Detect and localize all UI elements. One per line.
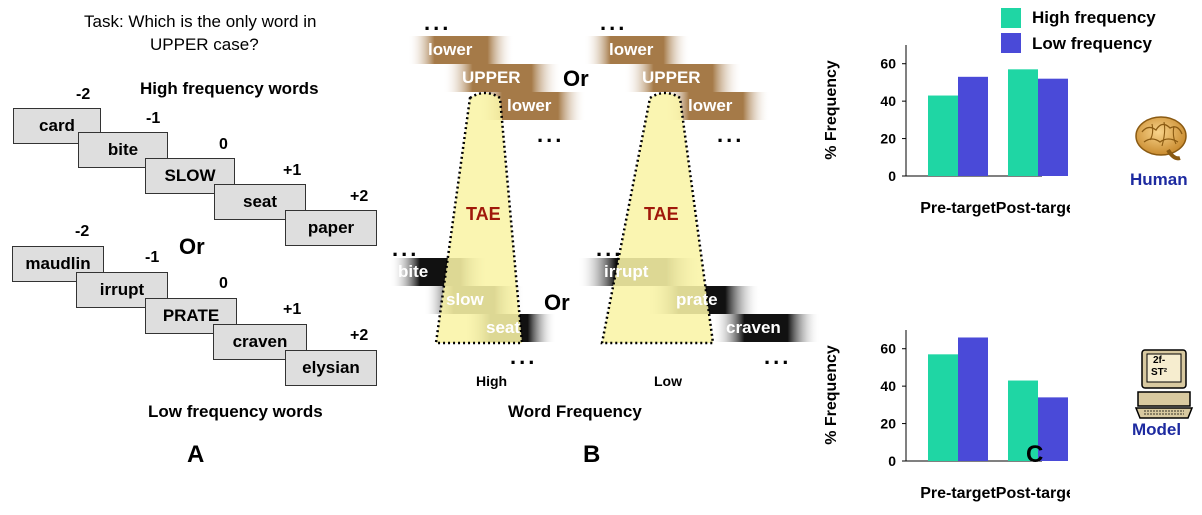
y-tick-label: 0 <box>888 453 896 469</box>
ellipsis: ... <box>424 10 452 35</box>
or-label: Or <box>544 290 570 315</box>
model-label: Model <box>1132 420 1182 439</box>
low-frequency-heading: Low frequency words <box>148 402 323 421</box>
word-upper: UPPER <box>462 68 521 87</box>
bar-low-post-target <box>1038 397 1068 461</box>
legend-swatch-low <box>1001 33 1021 53</box>
ellipsis: ... <box>510 344 538 369</box>
x-tick-label: Pre-target <box>920 200 996 217</box>
ellipsis: ... <box>596 236 624 261</box>
position-label: -1 <box>146 110 161 127</box>
computer-icon <box>1134 349 1194 419</box>
computer-screen-line-2: ST² <box>1151 367 1168 378</box>
computer-screen-line-1: 2f- <box>1153 355 1166 366</box>
high-frequency-heading: High frequency words <box>140 79 319 98</box>
position-label: +1 <box>283 301 302 318</box>
position-label: 0 <box>219 275 228 292</box>
ellipsis: ... <box>764 344 792 369</box>
ellipsis: ... <box>537 122 565 147</box>
word-lower: lower <box>428 40 473 59</box>
word-craven: craven <box>726 318 781 337</box>
ellipsis: ... <box>717 122 745 147</box>
or-label: Or <box>179 234 205 259</box>
human-label: Human <box>1130 170 1188 189</box>
panel-letter-b: B <box>583 441 601 468</box>
y-tick-label: 20 <box>880 131 896 147</box>
word-box-paper: paper <box>285 210 377 246</box>
tae-label: TAE <box>466 204 501 224</box>
position-label: +2 <box>350 188 369 205</box>
x-axis-label: Word Frequency <box>508 402 642 421</box>
strip-upper <box>624 64 742 92</box>
word-bite: bite <box>398 262 429 281</box>
position-label: +1 <box>283 162 302 179</box>
word-irrupt: irrupt <box>604 262 649 281</box>
y-tick-label: 0 <box>888 168 896 184</box>
y-axis-label: % Frequency <box>823 345 840 445</box>
position-label: -2 <box>75 223 90 240</box>
strip-upper <box>443 64 561 92</box>
bar-high-post-target <box>1008 380 1038 461</box>
strip-craven <box>712 314 820 342</box>
legend-label-low: Low frequency <box>1032 34 1152 53</box>
legend-label-high: High frequency <box>1032 8 1156 27</box>
x-tick-low: Low <box>654 373 682 389</box>
word-box-elysian: elysian <box>285 350 377 386</box>
brain-icon <box>1135 116 1187 161</box>
y-axis-label: % Frequency <box>823 60 840 160</box>
x-tick-high: High <box>476 373 508 389</box>
y-tick-label: 40 <box>880 93 896 109</box>
word-upper: UPPER <box>642 68 701 87</box>
position-label: 0 <box>219 136 228 153</box>
bar-high-pre-target <box>928 354 958 461</box>
y-tick-label: 60 <box>880 341 896 357</box>
tae-label: TAE <box>644 204 679 224</box>
strip-lower <box>584 36 690 64</box>
ellipsis: ... <box>392 236 420 261</box>
position-label: -2 <box>76 86 91 103</box>
y-tick-label: 60 <box>880 56 896 72</box>
ellipsis: ... <box>600 10 628 35</box>
x-tick-label: Pre-target <box>920 485 996 502</box>
position-label: +2 <box>350 327 369 344</box>
bar-high-pre-target <box>928 95 958 176</box>
word-prate: prate <box>676 290 718 309</box>
x-tick-label: Post-target <box>996 200 1070 217</box>
panel-letter-c: C <box>1026 441 1044 468</box>
bar-high-post-target <box>1008 69 1038 176</box>
or-label: Or <box>563 66 589 91</box>
tae-region-low <box>600 91 715 345</box>
task-line-1: Task: Which is the only word in <box>84 12 317 31</box>
word-slow: slow <box>446 290 484 309</box>
bar-low-pre-target <box>958 337 988 461</box>
word-lower: lower <box>609 40 654 59</box>
word-box-bite: bite <box>78 132 168 168</box>
word-lower: lower <box>688 96 733 115</box>
tae-region-high <box>434 91 524 345</box>
x-tick-label: Post-target <box>996 485 1070 502</box>
bar-low-pre-target <box>958 76 988 176</box>
word-seat: seat <box>486 318 521 337</box>
y-tick-label: 20 <box>880 416 896 432</box>
bar-low-post-target <box>1038 78 1068 176</box>
position-label: -1 <box>145 249 160 266</box>
tae-diagram <box>390 36 820 345</box>
word-lower: lower <box>507 96 552 115</box>
legend-swatch-high <box>1001 8 1021 28</box>
strip-lower <box>408 36 514 64</box>
task-line-2: UPPER case? <box>150 35 259 54</box>
y-tick-label: 40 <box>880 378 896 394</box>
panel-letter-a: A <box>187 441 205 468</box>
